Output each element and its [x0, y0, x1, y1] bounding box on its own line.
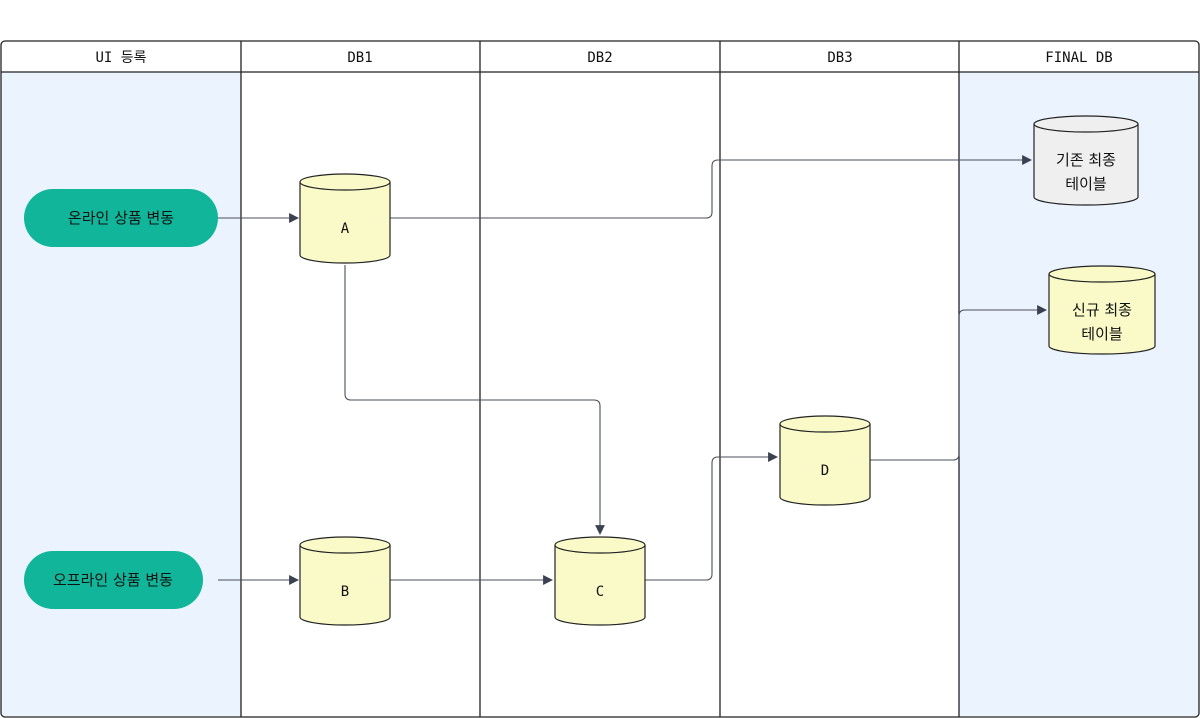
new-final-table-line2: 테이블: [1081, 325, 1122, 343]
db-c[interactable]: C: [554, 536, 646, 626]
existing-final-table[interactable]: 기존 최종 테이블: [1033, 115, 1139, 206]
new-final-table-line1: 신규 최종: [1072, 301, 1132, 319]
edge-a-to-c: [344, 265, 605, 535]
lane-title-final: FINAL DB: [1045, 50, 1112, 66]
edge-d-to-new: [870, 305, 1047, 461]
db-d-label: D: [821, 463, 829, 479]
new-final-table[interactable]: 신규 최종 테이블: [1048, 265, 1156, 355]
lane-title-ui: UI 등록: [95, 50, 146, 66]
lane-title-db1: DB1: [347, 50, 372, 66]
db-a[interactable]: A: [299, 173, 391, 264]
lane-title-db3: DB3: [827, 50, 852, 66]
db-a-label: A: [341, 221, 350, 237]
db-d[interactable]: D: [779, 415, 871, 506]
source-online[interactable]: 온라인 상품 변동: [24, 189, 218, 247]
diagram-border: [0, 40, 1200, 718]
db-b[interactable]: B: [299, 536, 391, 626]
source-online-label: 온라인 상품 변동: [68, 209, 174, 227]
db-b-label: B: [341, 584, 349, 600]
edge-c-to-d: [645, 452, 778, 581]
source-offline-label: 오프라인 상품 변동: [53, 571, 173, 589]
lane-ui-bg: [1, 42, 241, 716]
lane-header-band: [1, 42, 1199, 72]
db-c-label: C: [596, 584, 604, 600]
existing-final-table-line1: 기존 최종: [1056, 151, 1116, 169]
lane-title-db2: DB2: [587, 50, 612, 66]
existing-final-table-line2: 테이블: [1065, 175, 1106, 193]
source-offline[interactable]: 오프라인 상품 변동: [24, 551, 203, 609]
edge-a-to-existing: [390, 155, 1032, 219]
